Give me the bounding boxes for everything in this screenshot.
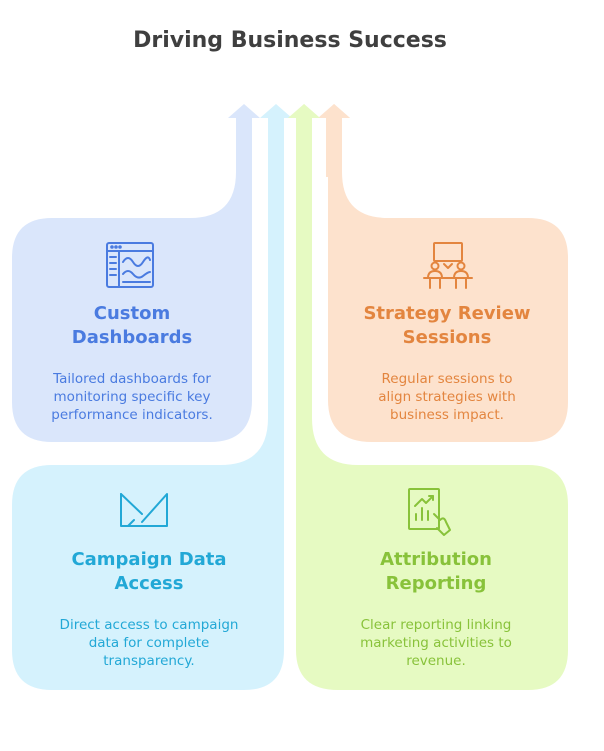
card-shape-strategy-review-sessions [326,104,568,442]
card-attribution-reporting: Attribution Reporting Clear reporting li… [312,548,560,670]
dashboard-icon [104,240,156,292]
card-desc-strategy-review-sessions: Regular sessions to align strategies wit… [378,371,516,423]
card-campaign-data-access: Campaign Data Access Direct access to ca… [20,548,278,670]
card-title-strategy-review-sessions: Strategy Review Sessions [363,303,531,348]
card-desc-attribution-reporting: Clear reporting linking marketing activi… [360,617,512,669]
card-shape-custom-dashboards [12,104,260,442]
card-shape-attribution-reporting [296,104,568,690]
card-desc-custom-dashboards: Tailored dashboards for monitoring speci… [51,371,213,423]
arrow-shaft-attribution [296,117,312,437]
page-title: Driving Business Success [133,28,447,53]
card-title-campaign-data-access: Campaign Data Access [71,549,227,594]
arrow-shaft-strategy [326,117,342,177]
card-desc-campaign-data-access: Direct access to campaign data for compl… [59,617,239,669]
data-access-icon [118,488,170,540]
card-strategy-review-sessions: Strategy Review Sessions Regular session… [334,302,560,424]
arrow-head-strategy [318,104,350,118]
card-shape-campaign-data-access [12,104,292,690]
arrow-head-attribution [288,104,320,118]
card-title-custom-dashboards: Custom Dashboards [71,303,193,348]
card-title-attribution-reporting: Attribution Reporting [380,549,492,594]
meeting-icon [422,240,474,292]
card-custom-dashboards: Custom Dashboards Tailored dashboards fo… [18,302,246,424]
report-chart-icon [404,486,456,538]
